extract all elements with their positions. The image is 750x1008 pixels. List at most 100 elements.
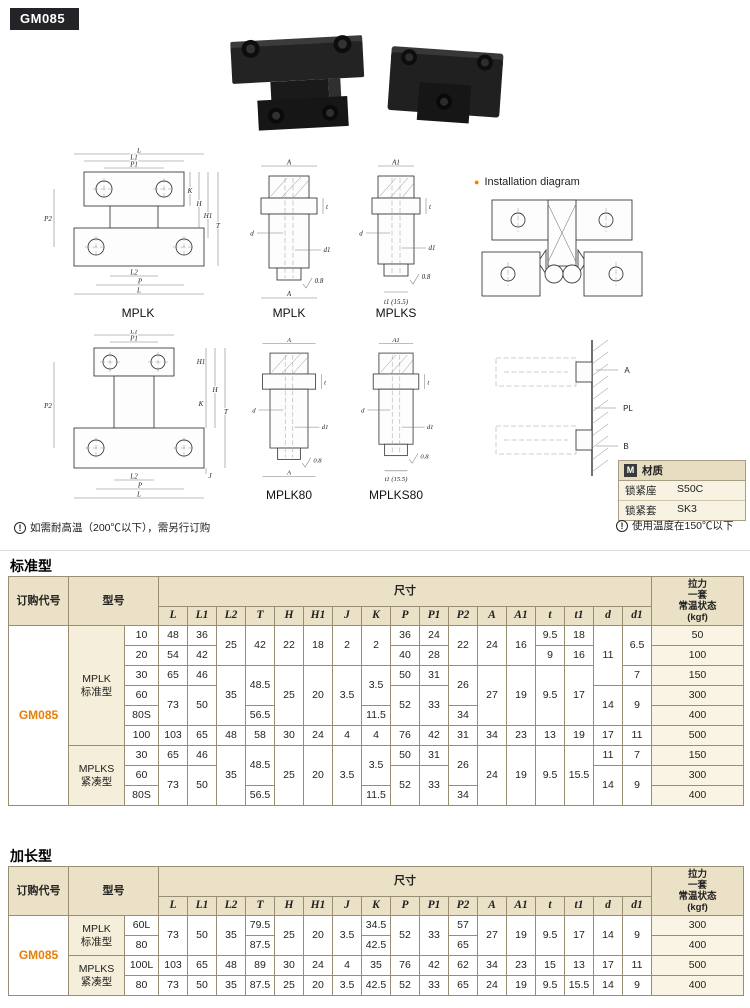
data-cell: 48.5 [245, 665, 275, 706]
material-part: 锁紧套 [625, 505, 657, 517]
data-cell: 14 [593, 765, 623, 806]
data-cell: 34 [477, 725, 507, 746]
extended-section-title: 加长型 [10, 848, 52, 864]
data-cell: 103 [158, 725, 188, 746]
col-header-dim: L [158, 896, 188, 916]
data-cell: 9.5 [535, 665, 565, 726]
product-photo [230, 35, 504, 131]
data-cell: 18 [303, 625, 333, 666]
size-cell: 60 [124, 685, 159, 706]
data-cell: 42.5 [361, 975, 391, 996]
plan-outline [73, 171, 205, 267]
size-cell: 80S [124, 705, 159, 726]
order-code-cell: GM085 [8, 915, 69, 996]
data-cell: 13 [564, 955, 594, 976]
data-cell: 50 [187, 765, 217, 806]
size-cell: 80S [124, 785, 159, 806]
data-cell: 18 [564, 625, 594, 646]
data-cell: 73 [158, 765, 188, 806]
data-cell: 34 [448, 705, 478, 726]
data-cell: 4 [361, 725, 391, 746]
col-header-dim: d1 [622, 896, 652, 916]
data-cell: 14 [593, 685, 623, 726]
data-cell: 3.5 [332, 975, 362, 996]
data-cell: 300 [651, 915, 744, 936]
side-outline [371, 175, 421, 277]
data-cell: 50 [390, 745, 420, 766]
data-cell: 23 [506, 955, 536, 976]
data-cell: 9 [535, 645, 565, 666]
data-cell: 3.5 [361, 745, 391, 786]
data-cell: 36 [390, 625, 420, 646]
data-cell: 50 [187, 685, 217, 726]
data-cell: 42 [245, 625, 275, 666]
surface-finish-label: 0.8 [420, 453, 429, 460]
data-cell: 103 [158, 955, 188, 976]
col-header-dim: T [245, 896, 275, 916]
material-value: S50C [677, 483, 704, 495]
size-cell: 80 [124, 975, 159, 996]
dim-label: L1 [129, 154, 137, 162]
col-header-dims: 尺寸 [158, 576, 652, 607]
col-header-dim: H1 [303, 896, 333, 916]
materials-header: M 材质 [619, 461, 745, 481]
col-header-dim: L1 [187, 606, 217, 626]
data-cell: 15.5 [564, 745, 594, 806]
material-part: 锁紧座 [625, 485, 657, 497]
size-cell: 30 [124, 665, 159, 686]
data-cell: 65 [187, 955, 217, 976]
col-header-dim: P1 [419, 606, 449, 626]
col-header-dim: d [593, 896, 623, 916]
bullet-icon: ● [474, 177, 480, 187]
warning-icon: ! [616, 519, 628, 532]
data-cell: 24 [303, 725, 333, 746]
dim-label: T [224, 408, 229, 416]
dim-label: A1 [391, 337, 399, 344]
data-cell: 65 [448, 935, 478, 956]
data-cell: 42.5 [361, 935, 391, 956]
data-cell: 17 [593, 955, 623, 976]
data-cell: 4 [332, 725, 362, 746]
data-cell: 11.5 [361, 705, 391, 726]
data-cell: 52 [390, 765, 420, 806]
model-cell: MPLK 标准型 [68, 625, 125, 746]
data-cell: 20 [303, 915, 333, 956]
data-cell: 33 [419, 765, 449, 806]
data-cell: 20 [303, 665, 333, 726]
data-cell: 19 [564, 725, 594, 746]
data-cell: 73 [158, 915, 188, 956]
dim-label: A [286, 470, 292, 477]
data-cell: 31 [419, 665, 449, 686]
dim-label: H1 [203, 212, 213, 220]
data-cell: 26 [448, 665, 478, 706]
dimension-lines [53, 334, 226, 499]
mounting-diagram: A PL B [495, 339, 634, 476]
data-cell: 7 [622, 745, 652, 766]
data-cell: 300 [651, 685, 744, 706]
data-cell: 20 [303, 975, 333, 996]
data-cell: 73 [158, 975, 188, 996]
col-header-dim: P2 [448, 896, 478, 916]
data-cell: 15.5 [564, 975, 594, 996]
data-cell: 58 [245, 725, 275, 746]
data-cell: 9 [622, 765, 652, 806]
col-header-dim: L1 [187, 896, 217, 916]
note-text: 使用温度在150℃以下 [632, 520, 734, 532]
size-cell: 100L [124, 955, 159, 976]
wall-hatching [591, 339, 609, 473]
col-header-tension: 拉力 一套 常温状态 (kgf) [651, 866, 744, 916]
data-cell: 30 [274, 725, 304, 746]
data-cell: 2 [332, 625, 362, 666]
data-cell: 150 [651, 665, 744, 686]
col-header-dim: d [593, 606, 623, 626]
dim-label: L [136, 491, 141, 499]
dim-label: d [361, 407, 365, 414]
col-header-dim: t [535, 896, 565, 916]
data-cell: 400 [651, 975, 744, 996]
materials-box: M 材质 锁紧座 S50C 锁紧套 SK3 [618, 460, 746, 521]
data-cell: 48.5 [245, 745, 275, 786]
drawing-mplk-plan: L L1 P1 P2 K H H1 T L2 P L [42, 148, 222, 296]
